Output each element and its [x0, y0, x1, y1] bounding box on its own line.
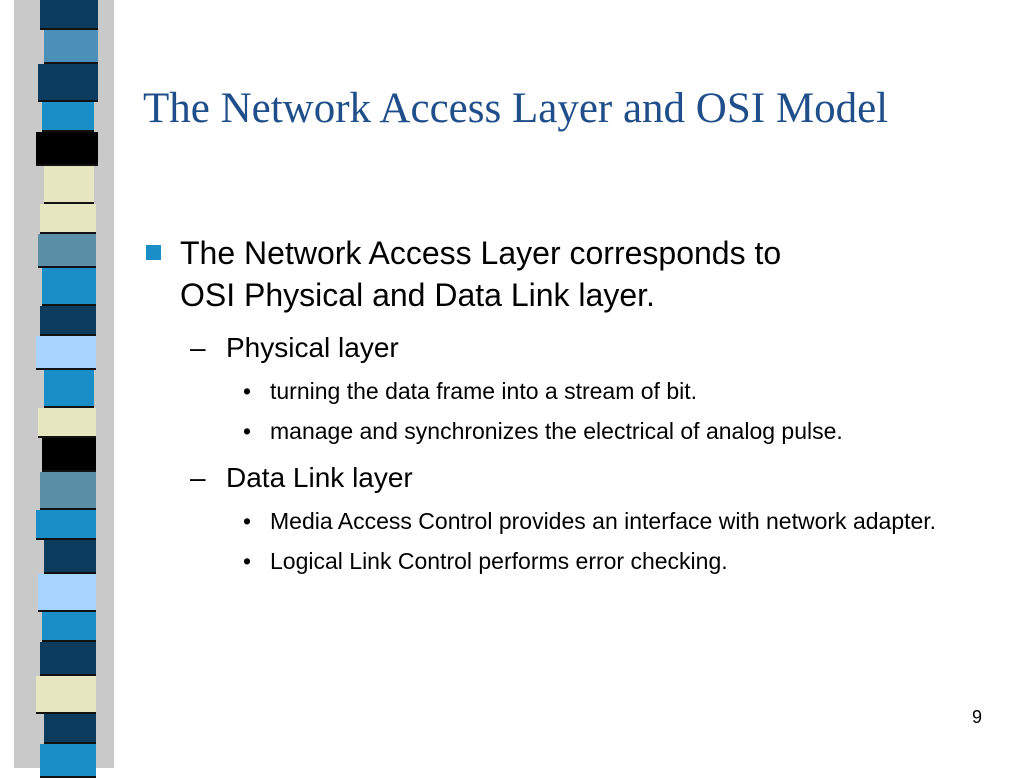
list-item: • Logical Link Control performs error ch… [146, 546, 1006, 576]
list-item-text: turning the data frame into a stream of … [270, 378, 698, 404]
stripe-band [42, 102, 94, 132]
sub-point-physical: – Physical layer [146, 330, 1006, 366]
dot-bullet-icon: • [243, 508, 252, 534]
stripe-band [38, 574, 96, 612]
stripe-band [42, 268, 96, 306]
dot-bullet-icon: • [243, 548, 252, 574]
list-item-text: Logical Link Control performs error chec… [270, 548, 728, 574]
stripe-band [44, 166, 94, 204]
stripe-band [38, 64, 98, 102]
stripe-band [42, 438, 96, 472]
stripe-band [40, 642, 96, 676]
dash-bullet-icon: – [190, 462, 206, 493]
stripe-band [38, 234, 96, 268]
stripe-band [38, 408, 96, 438]
stripe-band [36, 336, 96, 370]
stripe-band [40, 0, 98, 30]
stripe-band [40, 472, 96, 510]
stripe-band [40, 204, 96, 234]
slide-title: The Network Access Layer and OSI Model [143, 85, 889, 132]
sub-point-data-link: – Data Link layer [146, 460, 1006, 496]
dash-bullet-icon: – [190, 332, 206, 363]
dot-bullet-icon: • [243, 418, 252, 444]
main-point-line-2: OSI Physical and Data Link layer. [180, 277, 655, 313]
decorative-stripe [0, 0, 110, 778]
stripe-band [42, 612, 96, 642]
stripe-band [36, 510, 96, 540]
list-item-text: manage and synchronizes the electrical o… [270, 418, 843, 444]
stripe-band [40, 306, 96, 336]
dot-bullet-icon: • [243, 378, 252, 404]
list-item: • Media Access Control provides an inter… [146, 506, 1006, 536]
page-number: 9 [972, 707, 983, 727]
stripe-band [36, 676, 96, 714]
slide-content: The Network Access Layer corresponds to … [146, 232, 1006, 576]
stripe-band [44, 30, 98, 64]
stripe-band [44, 540, 96, 574]
stripe-band [40, 744, 96, 778]
stripe-band [44, 714, 96, 744]
stripe-band [36, 132, 98, 166]
square-bullet-icon [146, 245, 161, 260]
main-point-line-1: The Network Access Layer corresponds to [180, 235, 782, 271]
list-item: • turning the data frame into a stream o… [146, 376, 1006, 406]
list-item-text: Media Access Control provides an interfa… [270, 508, 937, 534]
stripe-band [44, 370, 94, 408]
main-point: The Network Access Layer corresponds to … [146, 232, 1006, 316]
sub-point-label: Data Link layer [226, 462, 413, 493]
list-item: • manage and synchronizes the electrical… [146, 416, 1006, 446]
sub-point-label: Physical layer [226, 332, 399, 363]
